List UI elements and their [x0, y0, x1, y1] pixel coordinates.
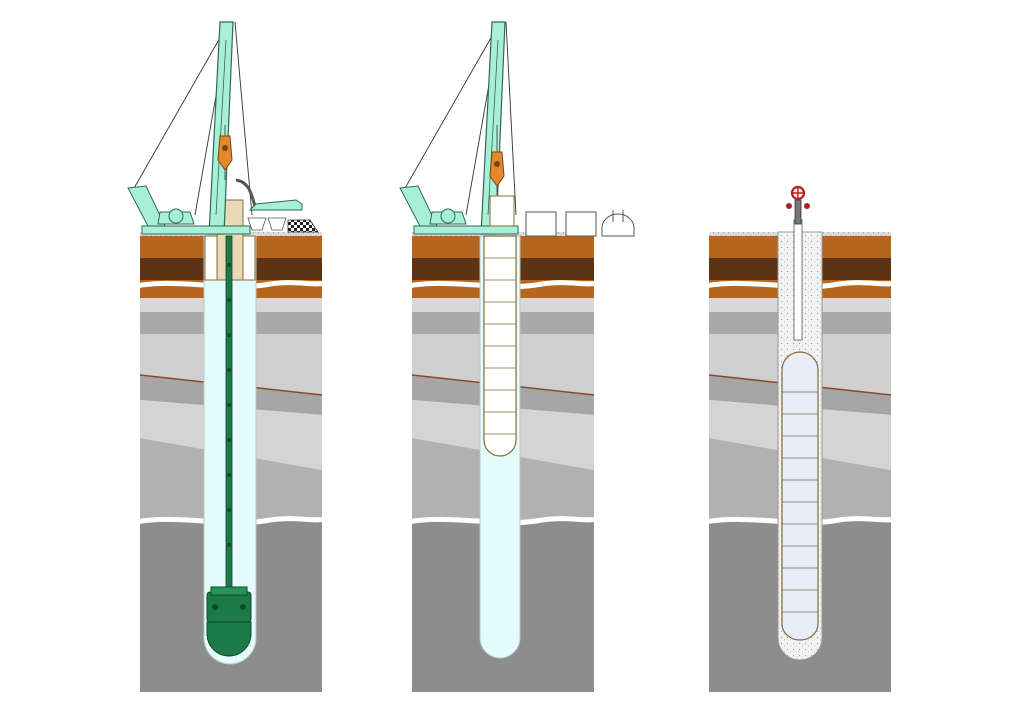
- break-line: [704, 516, 896, 526]
- valve-icon: [786, 185, 810, 225]
- liner-section-stack: [565, 211, 597, 237]
- liner-section-stack: [525, 211, 557, 237]
- grouted-borehole-3: [777, 219, 823, 661]
- panel-1: [127, 21, 327, 692]
- break-line: [135, 280, 327, 290]
- rig-base: [141, 225, 251, 235]
- hook-block: [489, 125, 505, 195]
- break-line: [407, 280, 599, 290]
- crane-icon: [127, 21, 319, 235]
- drill-head-icon: [205, 586, 253, 660]
- break-line: [407, 516, 599, 526]
- liner-capsule: [781, 351, 819, 641]
- liner-string: [483, 235, 517, 457]
- cuttings-pile: [287, 219, 319, 233]
- hook-block: [217, 125, 233, 180]
- liner-end-cap: [601, 213, 635, 237]
- panel-3: [704, 185, 896, 692]
- crane-icon: [399, 21, 519, 235]
- access-pipe: [793, 219, 803, 341]
- break-line: [704, 280, 896, 290]
- mud-pump: [248, 199, 303, 211]
- drill-string: [225, 235, 233, 593]
- mud-tank: [247, 217, 267, 231]
- break-line: [135, 516, 327, 526]
- liner-section-hoisted: [489, 195, 515, 227]
- panel-2: [399, 21, 635, 692]
- mud-tank: [267, 217, 287, 231]
- container-icon: [525, 210, 635, 237]
